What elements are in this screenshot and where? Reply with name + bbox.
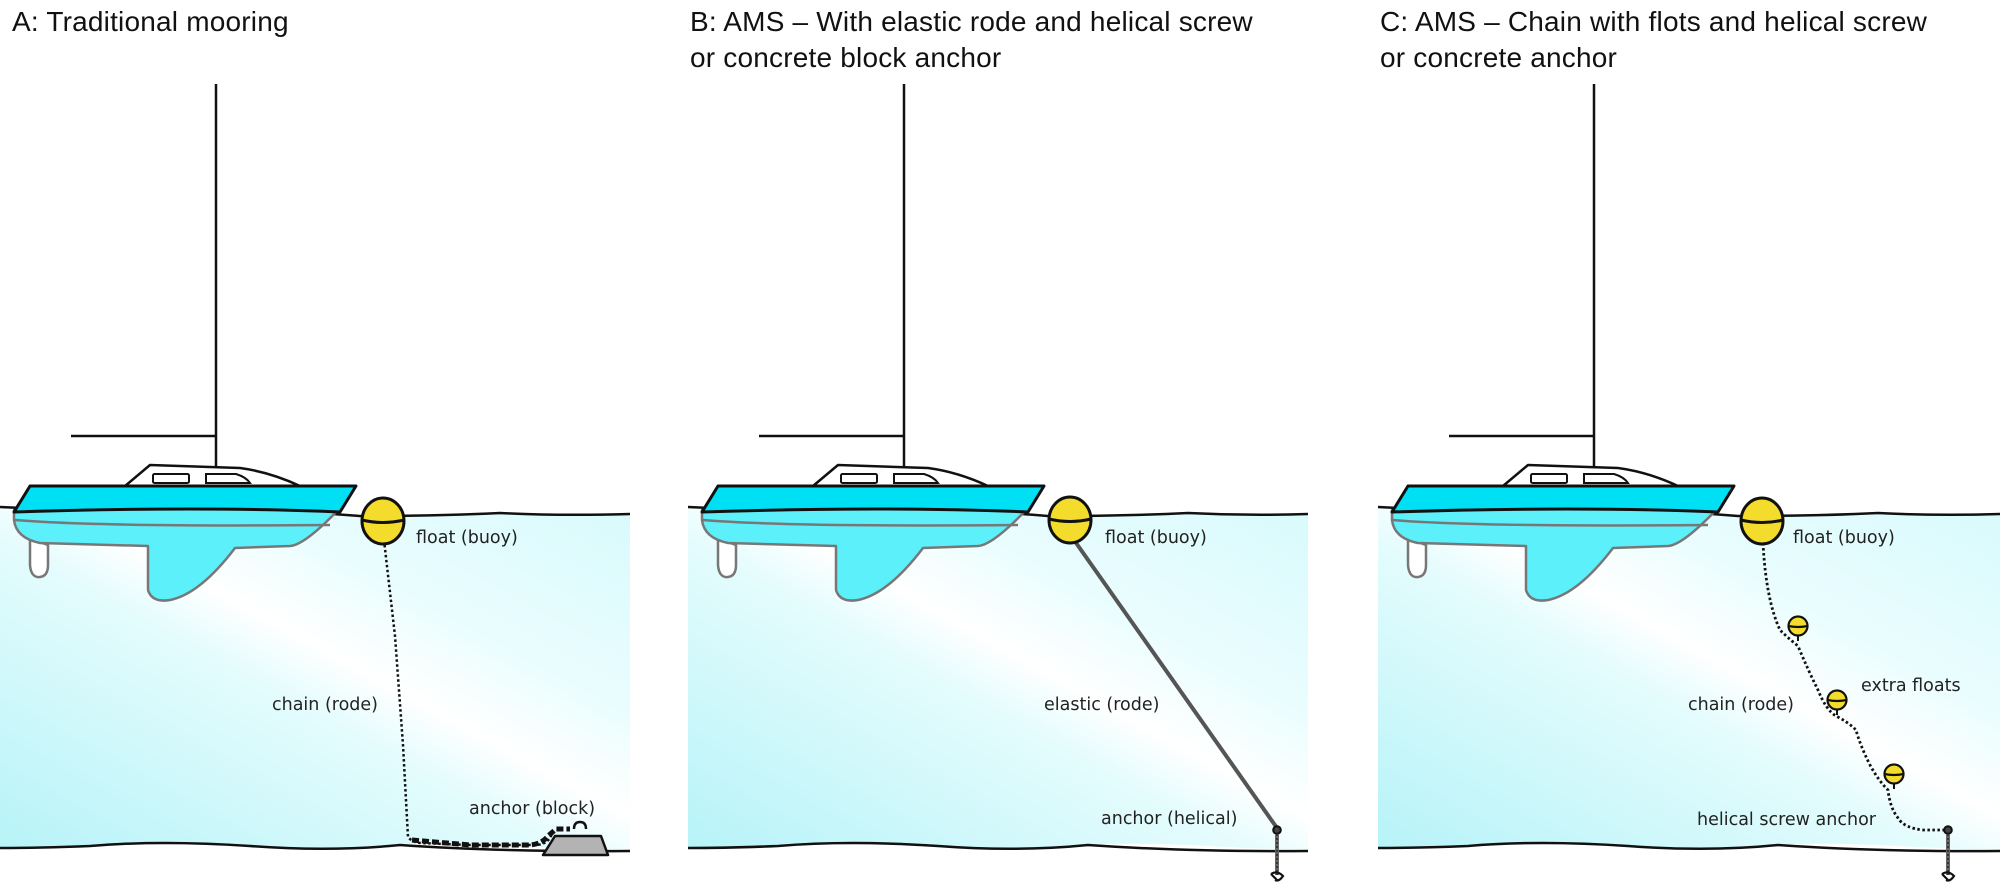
panel-c: float (buoy) chain (rode) extra floats h… — [1377, 82, 2000, 883]
sailboat-icon — [1390, 82, 1736, 603]
label-extra-floats: extra floats — [1861, 676, 1961, 696]
anchor-block-icon — [541, 820, 610, 857]
chain-rode — [382, 539, 555, 847]
panel-b-title-line-2: or concrete block anchor — [690, 42, 1002, 73]
sailboat-icon — [12, 82, 358, 603]
label-anchor: helical screw anchor — [1697, 810, 1877, 830]
panel-b-title: B: AMS – With elastic rode and helical s… — [690, 4, 1253, 76]
label-anchor: anchor (helical) — [1101, 809, 1237, 829]
buoy-icon — [1739, 496, 1785, 546]
sailboat-icon — [700, 82, 1046, 603]
panel-b: float (buoy) elastic (rode) anchor (heli… — [687, 82, 1309, 883]
buoy-icon — [1047, 495, 1093, 545]
label-float: float (buoy) — [416, 528, 518, 548]
seabed-line — [687, 841, 1309, 853]
panel-a-title-line-1: A: Traditional mooring — [12, 6, 289, 37]
label-rode: chain (rode) — [272, 695, 378, 715]
panel-c-title: C: AMS – Chain with flots and helical sc… — [1380, 4, 1927, 76]
label-float: float (buoy) — [1105, 528, 1207, 548]
chain-rode — [1761, 542, 1947, 832]
seabed-line — [0, 841, 631, 853]
label-rode: chain (rode) — [1688, 695, 1794, 715]
panel-c-title-line-2: or concrete anchor — [1380, 42, 1618, 73]
label-anchor: anchor (block) — [469, 799, 595, 819]
panel-b-title-line-1: B: AMS – With elastic rode and helical s… — [690, 6, 1253, 37]
water-body — [688, 507, 1308, 851]
label-float: float (buoy) — [1793, 528, 1895, 548]
elastic-rode — [1072, 538, 1279, 830]
panel-a: float (buoy) chain (rode) anchor (block) — [0, 82, 631, 857]
seabed-line — [1377, 841, 2000, 853]
panel-a-title: A: Traditional mooring — [12, 4, 289, 40]
buoy-icon — [360, 496, 406, 546]
panel-c-title-line-1: C: AMS – Chain with flots and helical sc… — [1380, 6, 1928, 37]
label-rode: elastic (rode) — [1044, 695, 1159, 715]
